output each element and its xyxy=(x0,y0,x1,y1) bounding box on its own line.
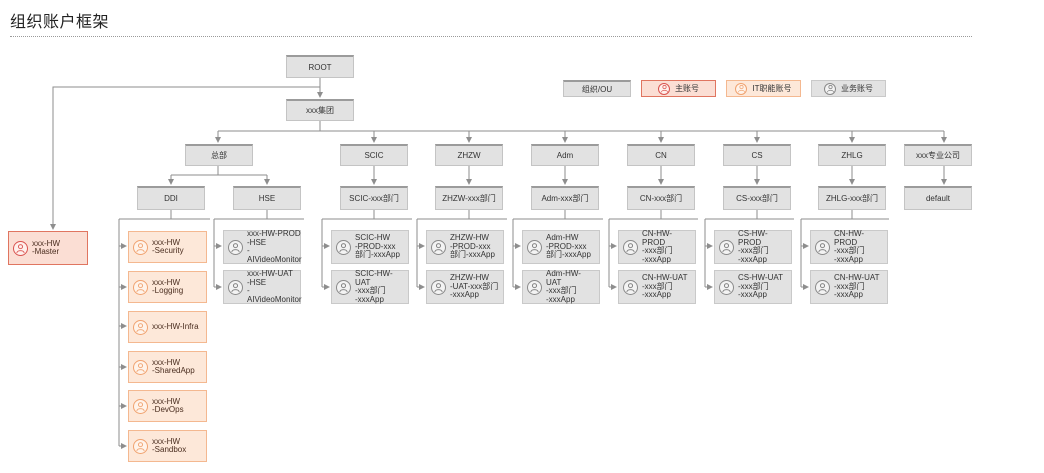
account-adm-uat: Adm-HW-UAT -xxx部门 -xxxApp xyxy=(522,269,600,304)
account-zhlg-uat: CN-HW-UAT -xxx部门 -xxxApp xyxy=(810,270,888,304)
title-divider xyxy=(10,36,972,37)
account-ddi-security: xxx-HW -Security xyxy=(128,231,207,263)
user-badge-icon xyxy=(719,239,734,255)
user-badge-icon xyxy=(336,279,351,295)
account-label: xxx-HW -Security xyxy=(152,237,184,255)
ou-adm: Adm xyxy=(531,144,599,166)
account-scic-uat: SCIC-HW-UAT -xxx部门 -xxxApp xyxy=(331,269,409,304)
legend-master-label: 主账号 xyxy=(675,84,699,93)
legend-master-account: 主账号 xyxy=(641,80,716,97)
ou-cs: CS xyxy=(723,144,791,166)
ou-zhzw-dept: ZHZW-xxx部门 xyxy=(435,186,503,210)
user-badge-icon xyxy=(133,239,148,255)
account-adm-prod: Adm-HW -PROD-xxx 部门-xxxApp xyxy=(522,230,600,264)
account-zhzw-prod: ZHZW-HW -PROD-xxx 部门-xxxApp xyxy=(426,230,504,264)
account-label: xxx-HW-PROD -HSE -AIVideoMonitor xyxy=(247,229,302,264)
user-badge-icon xyxy=(228,239,243,255)
legend-business-account: 业务账号 xyxy=(811,80,886,97)
account-label: SCIC-HW -PROD-xxx 部门-xxxApp xyxy=(355,233,400,260)
account-ddi-infra: xxx-HW-Infra xyxy=(128,311,207,343)
ou-zhzw: ZHZW xyxy=(435,144,503,166)
page-title: 组织账户框架 xyxy=(10,14,110,31)
legend-business-label: 业务账号 xyxy=(841,84,873,93)
ou-hq: 总部 xyxy=(185,144,253,166)
account-label: Adm-HW-UAT -xxx部门 -xxxApp xyxy=(546,269,581,304)
account-label: CN-HW-UAT -xxx部门 -xxxApp xyxy=(834,273,880,300)
user-badge-icon xyxy=(133,398,148,414)
account-label: CS-HW-PROD -xxx部门 -xxxApp xyxy=(738,229,769,264)
account-hse-prod: xxx-HW-PROD -HSE -AIVideoMonitor xyxy=(223,229,302,264)
user-badge-icon xyxy=(133,438,148,454)
account-zhlg-prod: CN-HW-PROD -xxx部门 -xxxApp xyxy=(810,229,888,264)
account-scic-prod: SCIC-HW -PROD-xxx 部门-xxxApp xyxy=(331,230,409,264)
user-badge-icon xyxy=(824,82,836,95)
account-label: xxx-HW-UAT -HSE -AIVideoMonitor xyxy=(247,269,302,304)
user-badge-icon xyxy=(815,239,830,255)
ou-cs-dept: CS-xxx部门 xyxy=(723,186,791,210)
account-label: CS-HW-UAT -xxx部门 -xxxApp xyxy=(738,273,784,300)
account-label: xxx-HW -Sandbox xyxy=(152,436,187,454)
ou-cn-dept: CN-xxx部门 xyxy=(627,186,695,210)
account-label: ZHZW-HW -UAT-xxx部门 -xxxApp xyxy=(450,273,499,300)
ou-ddi: DDI xyxy=(137,186,205,210)
account-label: xxx-HW -Logging xyxy=(152,277,184,295)
legend-ou-label: 组织/OU xyxy=(581,84,613,94)
account-label: xxx-HW -SharedApp xyxy=(152,357,195,375)
account-label: Adm-HW -PROD-xxx 部门-xxxApp xyxy=(546,233,591,260)
user-badge-icon xyxy=(133,279,148,295)
user-badge-icon xyxy=(719,279,734,295)
ou-zhlg: ZHLG xyxy=(818,144,886,166)
ou-zhlg-dept: ZHLG-xxx部门 xyxy=(818,186,886,210)
account-label: ZHZW-HW -PROD-xxx 部门-xxxApp xyxy=(450,233,495,260)
user-badge-icon xyxy=(815,279,830,295)
ou-scic: SCIC xyxy=(340,144,408,166)
account-label: CN-HW-PROD -xxx部门 -xxxApp xyxy=(834,229,865,264)
user-badge-icon xyxy=(527,239,542,255)
ou-adm-dept: Adm-xxx部门 xyxy=(531,186,599,210)
ou-group: xxx集团 xyxy=(286,99,354,121)
user-badge-icon xyxy=(623,279,638,295)
ou-special-company: xxx专业公司 xyxy=(904,144,972,166)
user-badge-icon xyxy=(133,319,148,335)
account-ddi-sandbox: xxx-HW -Sandbox xyxy=(128,430,207,462)
user-badge-icon xyxy=(658,82,670,95)
user-badge-icon xyxy=(133,359,148,375)
account-label: CN-HW-PROD -xxx部门 -xxxApp xyxy=(642,229,673,264)
user-badge-icon xyxy=(228,279,243,295)
user-badge-icon xyxy=(623,239,638,255)
legend-it-label: IT职能账号 xyxy=(752,84,792,93)
ou-default: default xyxy=(904,186,972,210)
ou-hse: HSE xyxy=(233,186,301,210)
account-master: xxx-HW -Master xyxy=(8,231,88,265)
legend-ou: 组织/OU xyxy=(563,80,631,97)
ou-cn: CN xyxy=(627,144,695,166)
ou-scic-dept: SCIC-xxx部门 xyxy=(340,186,408,210)
account-label: SCIC-HW-UAT -xxx部门 -xxxApp xyxy=(355,269,393,304)
legend-it-account: IT职能账号 xyxy=(726,80,801,97)
account-ddi-devops: xxx-HW -DevOps xyxy=(128,390,207,422)
account-ddi-sharedapp: xxx-HW -SharedApp xyxy=(128,351,207,383)
ou-root: ROOT xyxy=(286,55,354,78)
user-badge-icon xyxy=(336,239,351,255)
account-hse-uat: xxx-HW-UAT -HSE -AIVideoMonitor xyxy=(223,269,302,304)
user-badge-icon xyxy=(13,240,28,256)
account-label: xxx-HW -DevOps xyxy=(152,396,184,414)
account-label: xxx-HW -Master xyxy=(32,238,60,256)
account-ddi-logging: xxx-HW -Logging xyxy=(128,271,207,303)
account-label: CN-HW-UAT -xxx部门 -xxxApp xyxy=(642,273,688,300)
account-cs-uat: CS-HW-UAT -xxx部门 -xxxApp xyxy=(714,270,792,304)
account-zhzw-uat: ZHZW-HW -UAT-xxx部门 -xxxApp xyxy=(426,270,504,304)
account-cn-prod: CN-HW-PROD -xxx部门 -xxxApp xyxy=(618,229,696,264)
account-label: xxx-HW-Infra xyxy=(152,321,199,331)
account-cn-uat: CN-HW-UAT -xxx部门 -xxxApp xyxy=(618,270,696,304)
account-cs-prod: CS-HW-PROD -xxx部门 -xxxApp xyxy=(714,229,792,264)
user-badge-icon xyxy=(735,82,748,95)
user-badge-icon xyxy=(431,279,446,295)
user-badge-icon xyxy=(431,239,446,255)
user-badge-icon xyxy=(527,279,542,295)
